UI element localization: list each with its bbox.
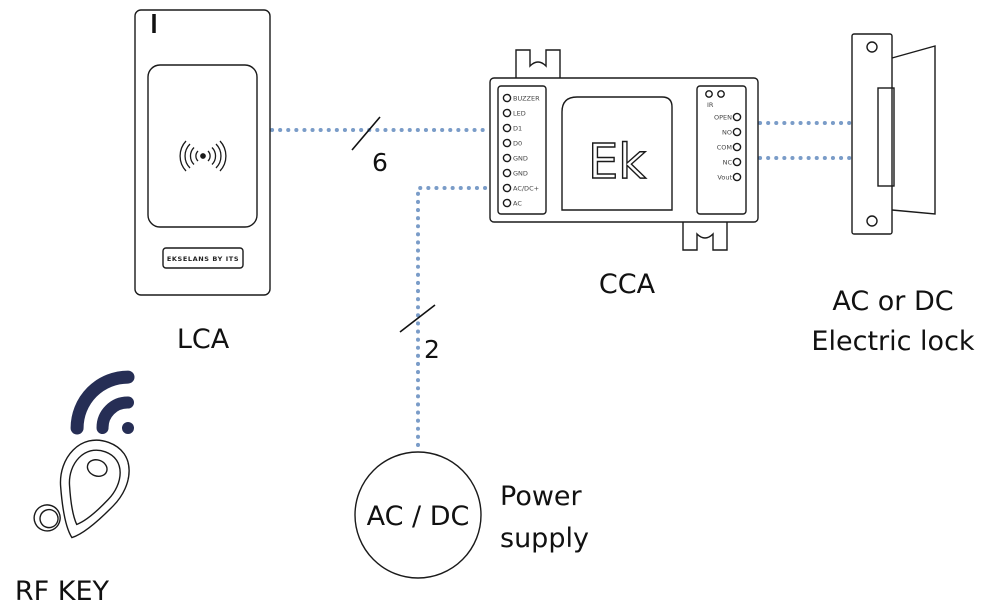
wire-count-slash-reader: [351, 116, 381, 151]
terminal-label: COM: [717, 143, 732, 151]
lock-label-line2: Electric lock: [811, 326, 974, 357]
wires: [270, 116, 852, 447]
terminal-label: LED: [513, 109, 526, 117]
terminal-screw-icon: [502, 153, 512, 163]
terminal-label: NO: [722, 128, 732, 136]
terminal-screw-icon: [502, 138, 512, 148]
reader-brand-plate: [162, 247, 244, 269]
terminal-label: D1: [513, 124, 522, 132]
terminal-label: Vout: [717, 173, 732, 181]
terminal-label: D0: [513, 139, 522, 147]
power-to-controller-wire: [416, 186, 492, 447]
rf-key: [33, 370, 135, 539]
lock-label-line1: AC or DC: [832, 286, 953, 317]
terminal-screw-icon: [732, 157, 742, 167]
top-mounting-bracket: [515, 49, 561, 78]
terminal-label: AC/DC+: [513, 184, 539, 192]
terminal-screw-icon: [502, 108, 512, 118]
nfc-waves-icon: [179, 140, 227, 172]
ir-sensor-icon: [717, 90, 725, 98]
terminal-label: NC: [723, 158, 733, 166]
wire-count-slash-power: [399, 304, 436, 333]
lock-faceplate: [851, 33, 893, 235]
lock-body: [891, 45, 936, 215]
terminal-screw-icon: [502, 168, 512, 178]
reader-pad: [147, 64, 258, 228]
power-supply-circle: [354, 451, 482, 579]
controller-body: [489, 77, 759, 223]
terminal-screw-icon: [732, 112, 742, 122]
lca-reader: EKSELANS BY ITS: [134, 9, 271, 296]
power-label-line2: supply: [500, 523, 589, 554]
terminal-label: IR: [707, 101, 714, 109]
bottom-mounting-bracket: [682, 222, 728, 251]
terminal-screw-icon: [502, 183, 512, 193]
ir-sensor-icon: [705, 90, 713, 98]
reader-body: [134, 9, 271, 296]
power-supply: AC / DC: [354, 451, 482, 579]
terminal-screw-icon: [502, 93, 512, 103]
wire-count-power-label: 2: [424, 335, 440, 364]
logo-badge: [561, 96, 673, 211]
terminal-screw-icon: [732, 172, 742, 182]
logo-text: Ek: [588, 134, 646, 190]
terminal-screw-icon: [732, 142, 742, 152]
lock-screw-top: [866, 41, 878, 53]
reader-brand-text: EKSELANS BY ITS: [167, 255, 239, 263]
key-fob-icon: [33, 439, 130, 539]
right-terminal-strip: [696, 85, 747, 215]
terminal-screw-icon: [502, 123, 512, 133]
terminal-label: GND: [513, 169, 528, 177]
lock-keeper: [877, 87, 895, 187]
electric-lock: [851, 33, 936, 235]
terminal-label: AC: [513, 199, 522, 207]
lock-screw-bottom: [866, 215, 878, 227]
labels: LCA CCA AC or DC Electric lock 6 2 Power…: [15, 148, 975, 607]
rf-key-label: RF KEY: [15, 576, 110, 607]
lca-label: LCA: [177, 324, 230, 355]
terminal-screw-icon: [732, 127, 742, 137]
terminal-label: GND: [513, 154, 528, 162]
wire-count-reader-label: 6: [372, 148, 388, 177]
power-label-line1: Power: [500, 481, 583, 512]
terminal-label: OPEN: [714, 113, 732, 121]
terminal-label: BUZZER: [513, 94, 540, 102]
left-terminal-strip: [497, 85, 547, 215]
terminal-screw-icon: [502, 198, 512, 208]
cca-label: CCA: [599, 269, 656, 300]
wifi-signal-icon: [70, 370, 135, 435]
power-circle-label: AC / DC: [367, 501, 470, 532]
